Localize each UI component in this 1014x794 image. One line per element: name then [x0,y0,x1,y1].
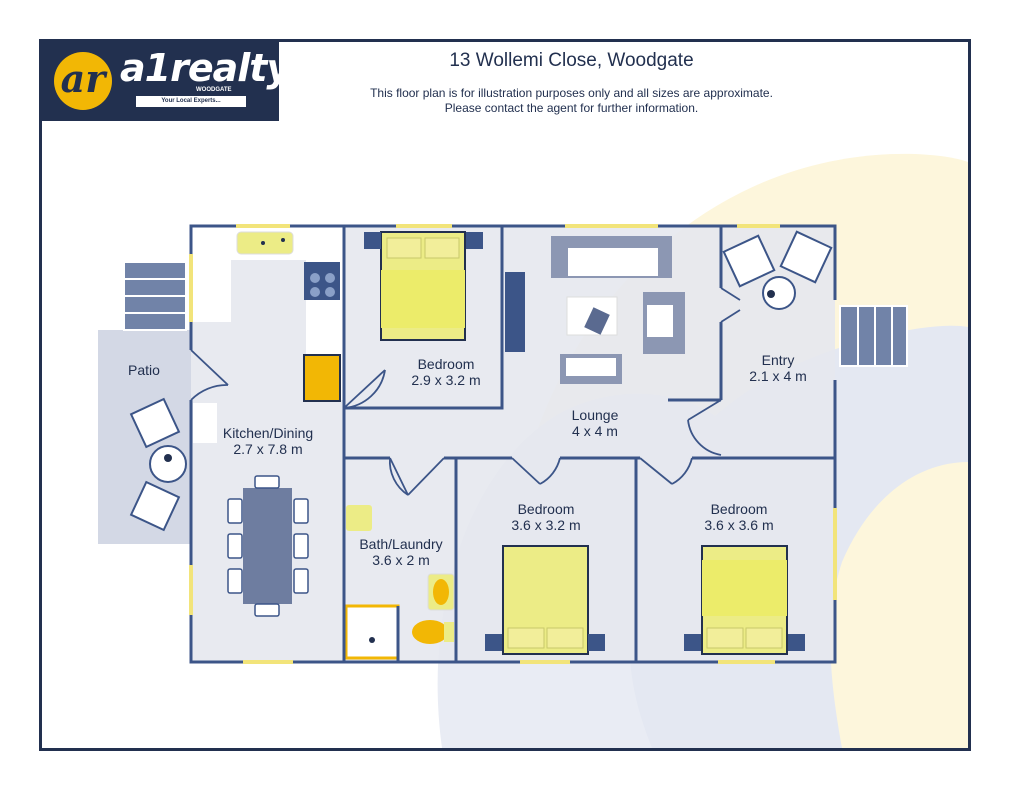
room-label-bedroom1: Bedroom 2.9 x 3.2 m [396,356,496,388]
dining-table [243,488,292,604]
page-title: 13 Wollemi Close, Woodgate [449,50,694,71]
room-name: Patio [128,362,160,378]
laundry-tub [346,505,372,531]
disclaimer-line-1: This floor plan is for illustration purp… [370,86,773,100]
fridge-icon [303,354,341,402]
room-name: Kitchen/Dining [222,425,314,441]
disclaimer: This floor plan is for illustration purp… [330,86,813,116]
bedroom1-nightstands [364,232,483,249]
bedroom2-nightstands [485,634,605,651]
room-label-bath: Bath/Laundry 3.6 x 2 m [346,536,456,568]
room-label-bedroom2: Bedroom 3.6 x 3.2 m [496,501,596,533]
disclaimer-line-2: Please contact the agent for further inf… [444,101,699,115]
room-label-kitchen: Kitchen/Dining 2.7 x 7.8 m [206,425,330,457]
entry-steps [839,305,908,367]
shower-base [344,604,400,660]
room-size: 2.1 x 4 m [749,368,807,384]
room-size: 3.6 x 3.6 m [704,517,774,533]
room-size: 3.6 x 3.2 m [511,517,581,533]
room-name: Bedroom [517,501,575,517]
toilet-icon [412,620,448,644]
room-label-entry: Entry 2.1 x 4 m [735,352,821,384]
windows [189,224,837,664]
logo-tagline: Your Local Experts... [136,96,246,107]
room-label-lounge: Lounge 4 x 4 m [555,407,635,439]
bedroom3-nightstands [684,634,805,651]
room-name: Lounge [571,407,619,423]
room-label-bedroom3: Bedroom 3.6 x 3.6 m [689,501,789,533]
kitchen-counter-left [191,260,231,322]
room-size: 2.7 x 7.8 m [233,441,303,457]
logo-brand: a1realty [120,46,291,90]
patio-steps [123,261,187,331]
patio-furniture [129,397,187,532]
room-size: 3.6 x 2 m [372,552,430,568]
logo-sub: WOODGATE [196,87,232,93]
walls [189,224,837,664]
tv-unit [505,272,525,352]
room-name: Entry [761,352,795,368]
room-name: Bath/Laundry [359,536,443,552]
entry-chairs [722,230,833,310]
logo-mark-icon: ar [54,52,112,110]
kitchen-island [193,403,217,443]
logo: ar a1realty WOODGATE Your Local Experts.… [40,40,291,121]
room-size: 2.9 x 3.2 m [411,372,481,388]
stove-icon [304,262,340,300]
logo-mark: ar [60,56,106,101]
room-name: Bedroom [417,356,475,372]
door-swings [190,287,741,496]
room-size: 4 x 4 m [572,423,618,439]
room-name: Bedroom [710,501,768,517]
room-label-patio: Patio [116,362,172,378]
dining-chairs [227,475,309,617]
